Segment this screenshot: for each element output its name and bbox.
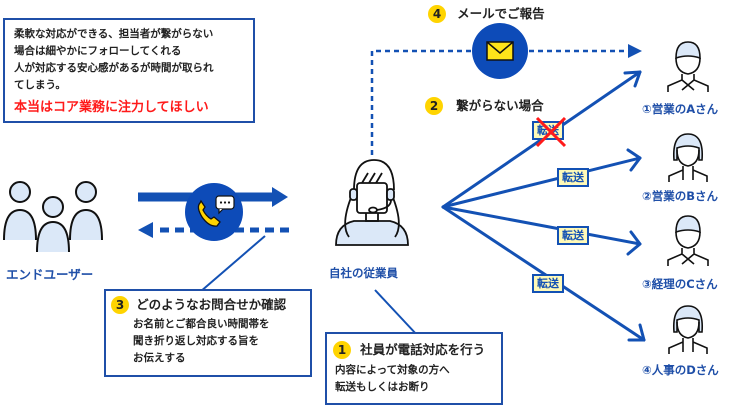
note-line: 柔軟な対応ができる、担当者が繋がらない	[14, 28, 214, 40]
transfer-arrowhead-c	[626, 230, 642, 256]
step3-body-line: お伝えする	[133, 351, 186, 364]
person-icon-b	[668, 133, 708, 182]
note-line: てしまう。	[14, 79, 66, 91]
transfer-arrowhead-a	[623, 70, 642, 88]
step1-box: 1 社員が電話対応を行う 内容によって対象の方へ 転送もしくはお断り	[325, 332, 503, 405]
transfer-line-c	[441, 205, 642, 246]
transfer-arrowhead-b	[626, 148, 642, 172]
email-report-dotted-line	[370, 49, 630, 155]
step1-body-line: 内容によって対象の方へ	[335, 363, 450, 376]
step3-body-line: お名前とご都合良い時間帯を	[133, 317, 270, 330]
email-report-arrowhead	[628, 44, 642, 58]
end-users-icon	[3, 181, 103, 253]
transfer-tag-c: 転送	[557, 226, 589, 245]
target-label-a: ①営業のAさん	[642, 102, 719, 116]
step4-heading: 4 メールでご報告	[428, 3, 545, 23]
step3-title: どのようなお問合せか確認	[136, 297, 287, 312]
step2-heading: 2 繋がらない場合	[425, 95, 544, 115]
call-in-arrowhead	[272, 187, 288, 207]
transfer-line-d	[441, 205, 646, 342]
transfer-arrowhead-d	[627, 323, 646, 342]
step3-connector	[199, 235, 266, 293]
failed-cross-icon	[535, 116, 567, 148]
step1-body-line: 転送もしくはお断り	[335, 380, 430, 393]
target-label-b: ②営業のBさん	[642, 189, 719, 203]
target-label-c: ③経理のCさん	[642, 277, 718, 291]
step3-badge: 3	[111, 295, 129, 314]
step3-box: 3 どのようなお問合せか確認 お名前とご都合良い時間帯を 聞き折り返し対応する旨…	[104, 289, 312, 377]
step4-badge: 4	[428, 4, 446, 23]
email-icon	[472, 23, 528, 79]
note-line: 人が対応する安心感があるが時間が取られ	[14, 62, 214, 74]
person-icon-a	[667, 41, 709, 92]
transfer-tag-d: 転送	[532, 274, 564, 293]
step1-badge: 1	[333, 340, 351, 359]
employee-label: 自社の従業員	[329, 266, 398, 280]
step2-title: 繋がらない場合	[456, 98, 544, 113]
target-label-d: ④人事のDさん	[642, 363, 719, 377]
step4-title: メールでご報告	[457, 6, 545, 21]
transfer-line-b	[441, 156, 642, 209]
note-highlight: 本当はコア業務に注力してほしい	[14, 100, 209, 115]
phone-chat-icon	[185, 183, 243, 241]
end-user-label: エンドユーザー	[6, 267, 94, 282]
person-icon-d	[668, 305, 708, 354]
person-icon-c	[667, 215, 709, 266]
note-box: 柔軟な対応ができる、担当者が繋がらない 場合は細やかにフォローしてくれる 人が対…	[3, 18, 255, 123]
step1-connector	[374, 289, 419, 337]
step1-title: 社員が電話対応を行う	[360, 342, 486, 357]
step3-body-line: 聞き折り返し対応する旨を	[133, 334, 259, 347]
operator-icon	[335, 159, 409, 246]
step1-heading: 1 社員が電話対応を行う	[333, 339, 501, 359]
transfer-tag-b: 転送	[557, 168, 589, 187]
note-line: 場合は細やかにフォローしてくれる	[14, 45, 182, 57]
call-back-arrowhead	[138, 222, 153, 238]
step3-heading: 3 どのようなお問合せか確認	[111, 294, 310, 314]
step2-badge: 2	[425, 96, 443, 115]
